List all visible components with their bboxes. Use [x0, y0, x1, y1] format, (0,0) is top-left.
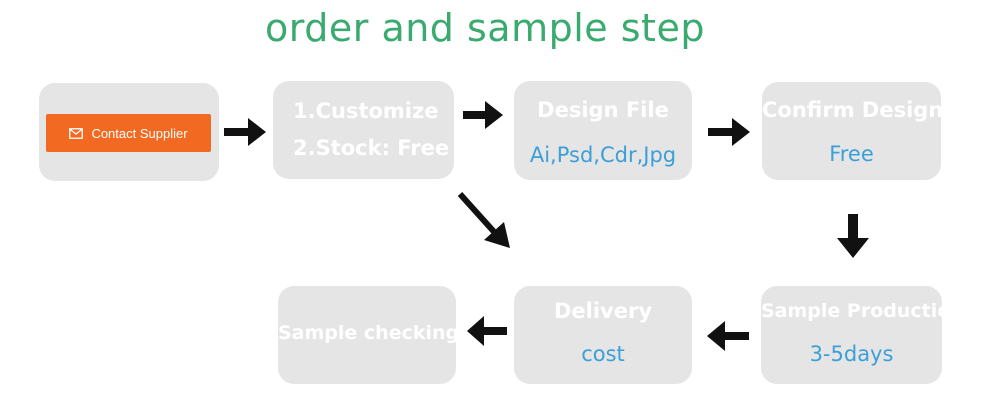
confirm-design-step-box: Confirm Design Free	[762, 82, 944, 180]
contact-step-box: Contact Supplier	[39, 83, 219, 181]
customize-label: 1.Customize	[293, 99, 439, 123]
diagram-title: order and sample step	[265, 6, 705, 50]
confirm-design-title: Confirm Design	[762, 98, 944, 122]
design-file-title: Design File	[537, 98, 669, 122]
arrow-left-icon	[467, 316, 507, 346]
customize-step-box: 1.Customize 2.Stock: Free	[273, 81, 454, 179]
confirm-design-price: Free	[829, 142, 874, 166]
arrow-left-icon	[707, 321, 749, 351]
sample-checking-step-box: Sample checking	[278, 286, 460, 384]
arrow-down-icon	[837, 214, 869, 258]
delivery-cost: cost	[581, 342, 625, 366]
sample-production-time: 3-5days	[809, 342, 894, 366]
contact-supplier-button[interactable]: Contact Supplier	[46, 114, 211, 152]
stock-label: 2.Stock: Free	[293, 136, 450, 160]
contact-supplier-label: Contact Supplier	[91, 125, 188, 141]
arrow-down-right-icon	[457, 191, 510, 248]
sample-production-title: Sample Production	[761, 300, 964, 322]
mail-icon	[69, 127, 84, 139]
delivery-title: Delivery	[553, 299, 653, 323]
sample-checking-title: Sample checking	[278, 322, 460, 344]
delivery-step-box: Delivery cost	[514, 286, 692, 384]
sample-production-step-box: Sample Production 3-5days	[761, 286, 964, 384]
arrow-right-icon	[224, 118, 266, 146]
arrow-right-icon	[708, 118, 750, 146]
design-file-step-box: Design File Ai,Psd,Cdr,Jpg	[514, 81, 692, 180]
arrow-right-icon	[463, 101, 503, 129]
design-file-formats: Ai,Psd,Cdr,Jpg	[529, 143, 677, 167]
